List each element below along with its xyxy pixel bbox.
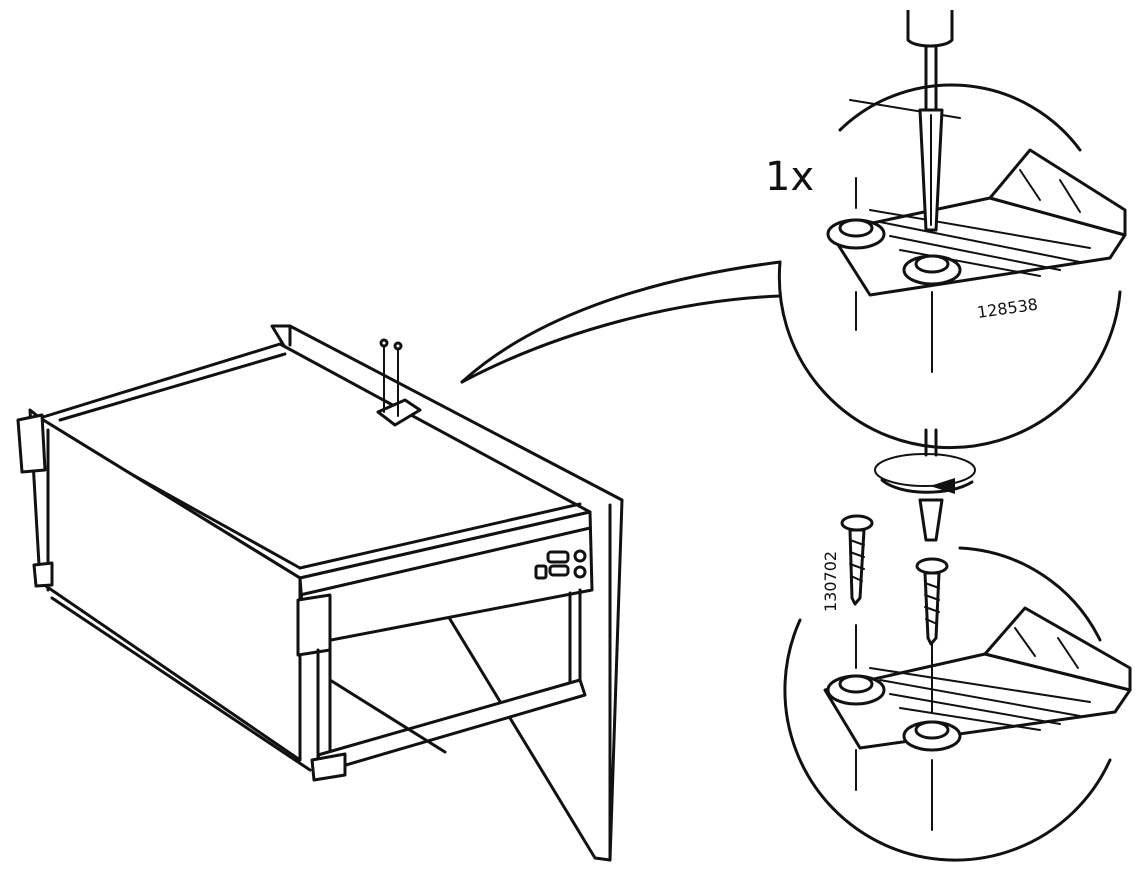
drawer-assembly — [16, 260, 782, 862]
screwdriver-icon — [906, 10, 954, 232]
screw-icon — [915, 557, 949, 646]
screw-icon — [840, 514, 874, 606]
handle-badge — [534, 549, 587, 580]
part-number-screw: 130702 — [821, 551, 840, 612]
top-bracket — [376, 338, 422, 427]
quantity-label: 1x — [765, 154, 814, 200]
rotate-arrow-icon — [874, 428, 976, 542]
detail-circle-top: 1x 128538 — [765, 10, 1127, 450]
callout-line-top — [460, 260, 782, 384]
detail-circle-bottom: 130702 — [783, 514, 1132, 862]
part-number-top: 128538 — [976, 295, 1039, 322]
bracket-bottom — [823, 652, 1132, 750]
callout-line-bottom — [460, 294, 782, 384]
